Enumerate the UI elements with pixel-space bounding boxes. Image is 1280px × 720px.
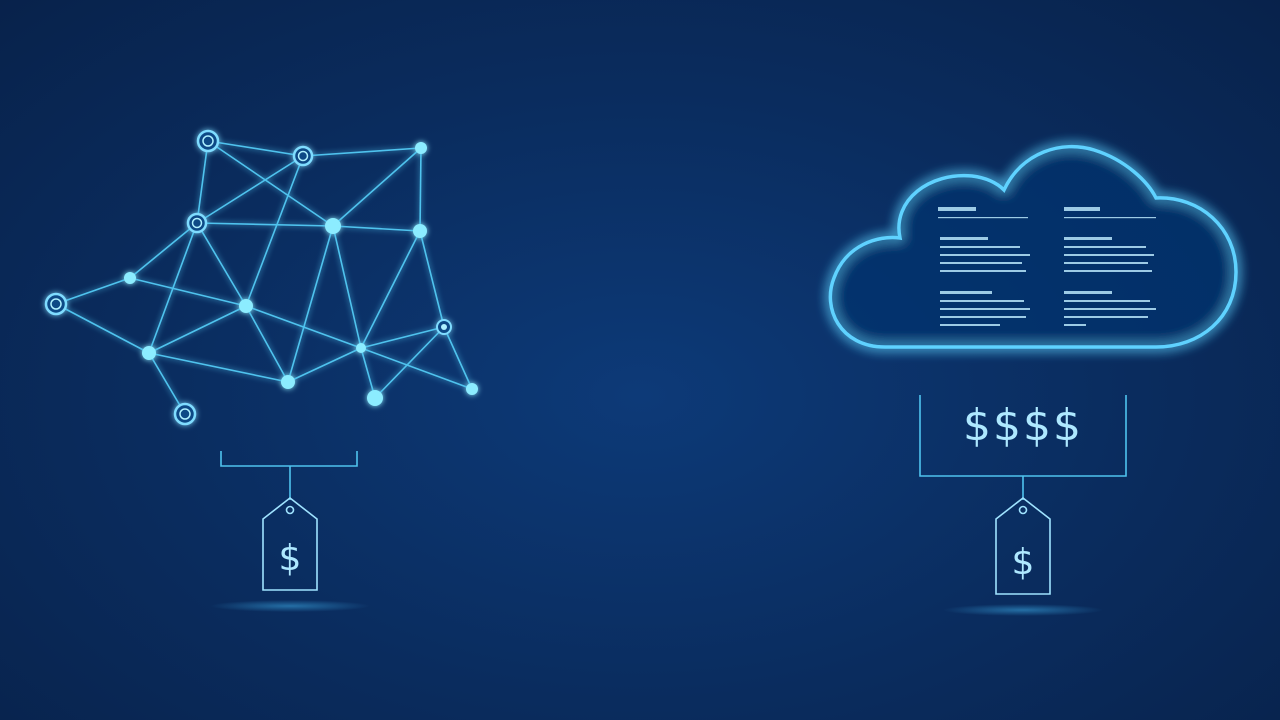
left-bracket — [220, 451, 358, 500]
network-node — [186, 212, 208, 234]
network-node — [415, 142, 427, 154]
network-node — [173, 402, 197, 426]
network-node — [196, 129, 220, 153]
network-edges — [55, 140, 473, 415]
cloud-icon — [828, 145, 1238, 349]
network-node — [142, 346, 156, 360]
cloud-document-text — [938, 207, 1156, 326]
network-node — [281, 375, 295, 389]
network-node — [292, 145, 314, 167]
cost-dollars: $$$$ — [963, 400, 1083, 451]
right-floor-glow — [943, 604, 1103, 616]
left-price-tag-icon: $ — [262, 496, 318, 591]
network-icon — [44, 129, 478, 426]
network-node — [356, 343, 366, 353]
network-node — [124, 272, 136, 284]
network-node — [325, 218, 341, 234]
network-node — [367, 390, 383, 406]
network-node — [436, 319, 452, 335]
left-tag-dollar: $ — [279, 538, 302, 579]
network-node — [413, 224, 427, 238]
left-floor-glow — [210, 600, 370, 612]
right-price-tag-icon: $ — [995, 496, 1051, 595]
right-tag-dollar: $ — [1012, 542, 1035, 583]
right-bracket: $$$$ — [919, 395, 1127, 500]
network-node — [44, 292, 68, 316]
network-node — [466, 383, 478, 395]
network-nodes — [44, 129, 478, 426]
network-node — [239, 299, 253, 313]
